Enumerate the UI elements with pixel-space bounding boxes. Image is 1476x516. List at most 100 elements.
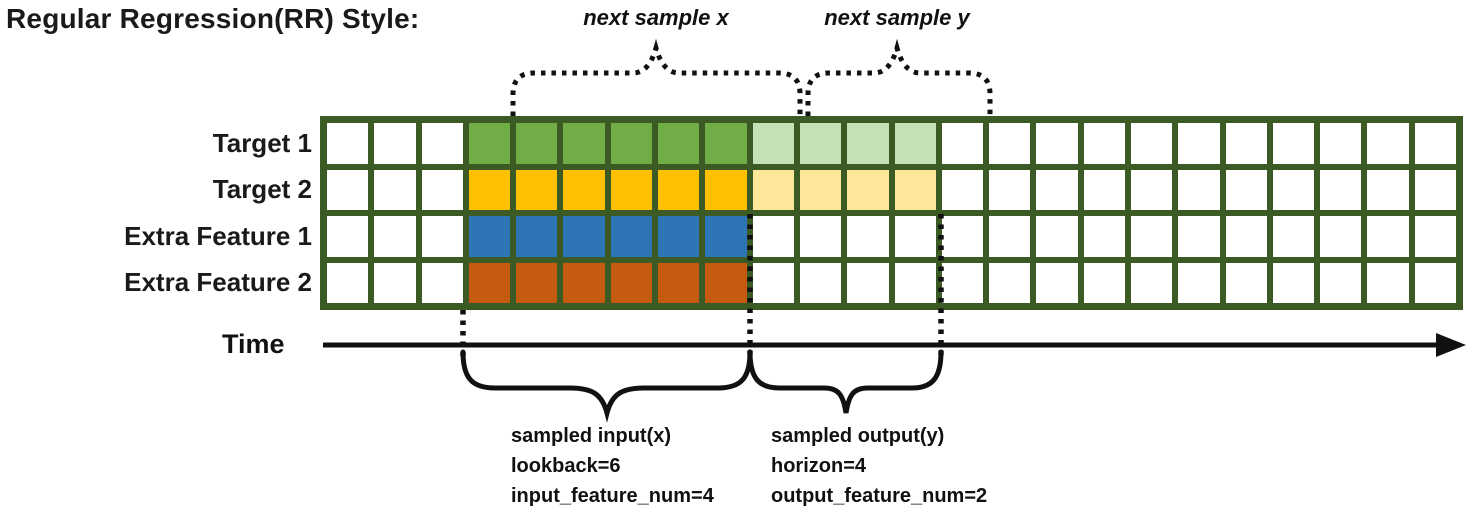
- grid-cell: [563, 216, 605, 257]
- grid-cell: [1130, 123, 1173, 164]
- grid-cell: [1367, 169, 1409, 210]
- grid-cell: [1367, 262, 1409, 303]
- grid-cell: [1367, 123, 1409, 164]
- grid-cell: [1083, 169, 1125, 210]
- grid-cell: [1414, 262, 1456, 303]
- grid-cell: [468, 262, 511, 303]
- grid-cell: [658, 169, 700, 210]
- row-label-target-2: Target 2: [212, 174, 312, 204]
- output-feature-num-value: output_feature_num=2: [771, 485, 988, 507]
- grid-cell: [847, 123, 889, 164]
- grid-cell: [1178, 262, 1220, 303]
- grid-cell: [847, 216, 889, 257]
- diagram-title: Regular Regression(RR) Style:: [6, 3, 420, 34]
- sampled-input-annotation: sampled input(x) lookback=6 input_featur…: [511, 421, 714, 511]
- time-axis-label: Time: [222, 329, 285, 359]
- grid-cell: [752, 262, 794, 303]
- grid-cell: [1320, 262, 1362, 303]
- grid-cell: [327, 169, 369, 210]
- row-label-target-1: Target 1: [212, 128, 312, 158]
- grid-cell: [799, 169, 842, 210]
- grid-cell: [1320, 216, 1362, 257]
- sample-grid: [320, 116, 1463, 310]
- next-sample-x-label: next sample x: [583, 5, 729, 30]
- grid-cell: [1272, 123, 1315, 164]
- grid-cell: [610, 123, 653, 164]
- grid-cell: [374, 262, 416, 303]
- next-sample-x-brace-icon: [510, 38, 803, 116]
- grid-cell: [1083, 216, 1125, 257]
- grid-cell: [1036, 123, 1078, 164]
- grid-cell: [563, 169, 605, 210]
- grid-cell: [1225, 169, 1267, 210]
- grid-cell: [705, 262, 747, 303]
- input-feature-num-value: input_feature_num=4: [511, 485, 714, 507]
- grid-cell: [1083, 262, 1125, 303]
- grid-cell: [847, 262, 889, 303]
- grid-cell: [516, 169, 558, 210]
- next-sample-y-brace-icon: [805, 38, 993, 116]
- grid-cell: [516, 123, 558, 164]
- grid-cell: [468, 123, 511, 164]
- grid-cell: [421, 216, 463, 257]
- grid-cell: [374, 169, 416, 210]
- grid-cell: [1272, 169, 1315, 210]
- grid-cell: [989, 262, 1031, 303]
- grid-cell: [1414, 123, 1456, 164]
- grid-cell: [705, 216, 747, 257]
- row-label-extra-feature-1: Extra Feature 1: [124, 221, 312, 251]
- grid-cell: [421, 262, 463, 303]
- grid-cell: [799, 123, 842, 164]
- grid-cell: [1130, 216, 1173, 257]
- grid-cell: [1178, 169, 1220, 210]
- grid-cell: [894, 123, 936, 164]
- grid-cell: [1272, 216, 1315, 257]
- grid-cell: [752, 216, 794, 257]
- grid-cell: [374, 123, 416, 164]
- grid-cell: [894, 169, 936, 210]
- grid-cell: [1272, 262, 1315, 303]
- sampled-output-title: sampled output(y): [771, 425, 945, 447]
- grid-cell: [658, 216, 700, 257]
- grid-cell: [658, 262, 700, 303]
- grid-cell: [1225, 262, 1267, 303]
- grid-cell: [516, 216, 558, 257]
- next-sample-y-label: next sample y: [824, 5, 970, 30]
- grid-cell: [468, 216, 511, 257]
- grid-cell: [941, 169, 984, 210]
- grid-cell: [894, 216, 936, 257]
- grid-cell: [705, 123, 747, 164]
- grid-cell: [1225, 123, 1267, 164]
- grid-cell: [1036, 262, 1078, 303]
- lookback-value: lookback=6: [511, 455, 621, 477]
- grid-cell: [847, 169, 889, 210]
- grid-cell: [1036, 169, 1078, 210]
- grid-cell: [799, 262, 842, 303]
- grid-cell: [468, 169, 511, 210]
- grid-cell: [1036, 216, 1078, 257]
- grid-cell: [1178, 123, 1220, 164]
- horizon-value: horizon=4: [771, 455, 867, 477]
- grid-cell: [989, 123, 1031, 164]
- grid-cell: [989, 169, 1031, 210]
- grid-cell: [1414, 169, 1456, 210]
- grid-cell: [610, 216, 653, 257]
- grid-cell: [941, 123, 984, 164]
- grid-cell: [1225, 216, 1267, 257]
- grid-cell: [989, 216, 1031, 257]
- grid-cell: [610, 169, 653, 210]
- grid-cell: [752, 123, 794, 164]
- sampled-output-brace-icon: [747, 349, 944, 414]
- grid-cell: [1083, 123, 1125, 164]
- grid-cell: [421, 169, 463, 210]
- grid-cell: [752, 169, 794, 210]
- grid-cell: [1130, 262, 1173, 303]
- grid-cell: [374, 216, 416, 257]
- grid-cell: [327, 262, 369, 303]
- grid-cell: [1320, 123, 1362, 164]
- time-axis-arrowhead-icon: [1436, 333, 1466, 357]
- grid-cell: [1130, 169, 1173, 210]
- grid-cell: [1178, 216, 1220, 257]
- grid-cell: [563, 123, 605, 164]
